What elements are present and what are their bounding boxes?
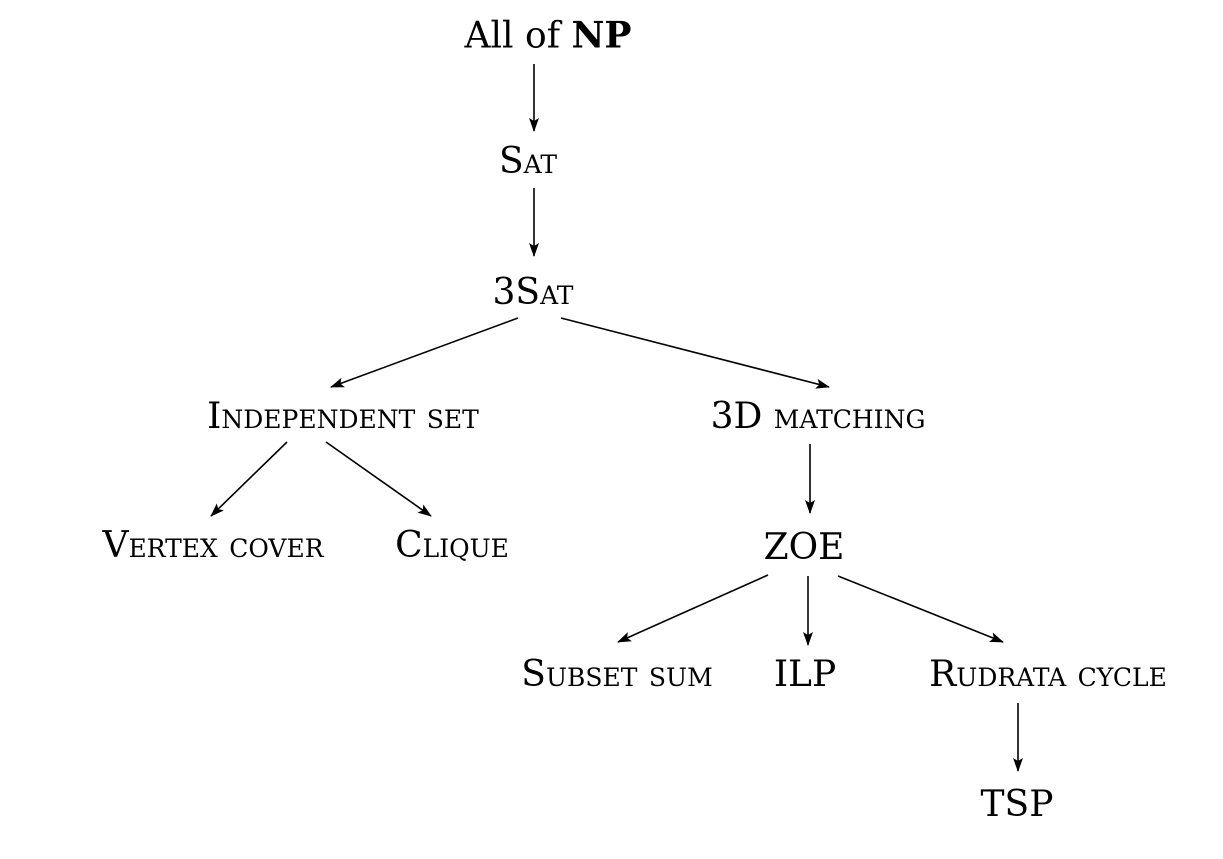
node-vertex-cover: Vertex cover [102, 525, 324, 566]
arrow-zoe-to-subset [617, 574, 769, 643]
arrow-indset-to-vc [210, 441, 288, 517]
node-sat: Sat [498, 141, 558, 182]
node-np-prefix: All of [464, 15, 572, 57]
arrow-indset-to-clique [325, 441, 432, 517]
node-rudrata-cycle: Rudrata cycle [929, 654, 1167, 695]
node-3sat: 3Sat [492, 272, 574, 313]
node-all-of-np: All of NP [465, 18, 632, 55]
node-np-label: NP [571, 14, 632, 57]
arrow-3sat-to-indset [330, 317, 519, 388]
node-independent-set: Independent set [207, 396, 479, 437]
node-subset-sum: Subset sum [521, 654, 713, 695]
node-clique: Clique [395, 525, 509, 566]
node-tsp: TSP [980, 784, 1054, 825]
node-zoe: ZOE [763, 527, 845, 568]
arrow-3sat-to-3dm [560, 317, 830, 389]
arrow-zoe-to-rudrata [837, 575, 1004, 643]
node-ilp: ILP [773, 654, 837, 695]
node-3d-matching: 3D matching [710, 396, 926, 437]
